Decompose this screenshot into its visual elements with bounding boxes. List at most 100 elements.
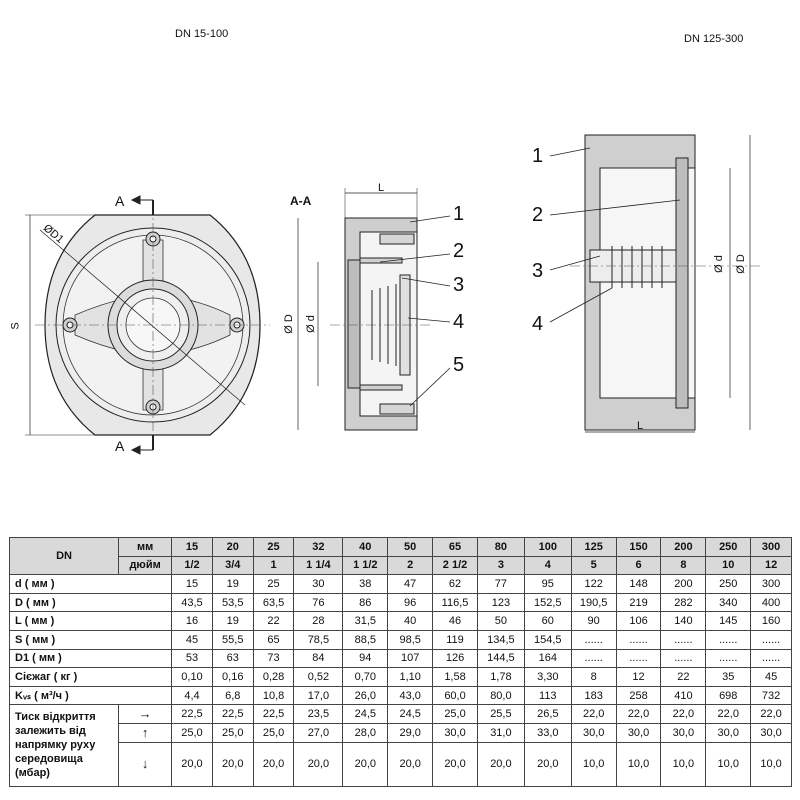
dn-mm-cell: 20: [211, 537, 254, 557]
table-cell: 94: [342, 648, 389, 669]
table-cell: 190,5: [570, 592, 617, 613]
dn-mm-cell: 200: [660, 537, 707, 557]
d-label-section: Ø d: [304, 315, 317, 333]
table-cell: 38: [342, 574, 389, 594]
dn-inch-cell: 2 1/2: [432, 555, 478, 576]
table-cell: 164: [523, 648, 572, 669]
table-cell: 22,0: [750, 704, 792, 724]
table-cell: 0,70: [342, 667, 389, 687]
table-cell: 55,5: [211, 629, 254, 650]
table-cell: 200: [660, 574, 707, 594]
inch-header: дюйм: [118, 555, 173, 576]
dn-mm-cell: 40: [342, 537, 389, 557]
table-cell: 30: [293, 574, 344, 594]
table-cell: 22,0: [705, 704, 752, 724]
table-cell: 46: [432, 611, 478, 631]
table-cell: ......: [570, 629, 617, 650]
table-cell: 43,0: [387, 685, 434, 706]
row-header: Сієжаг ( кг ): [8, 667, 173, 687]
table-cell: 20,0: [342, 741, 389, 787]
table-cell: 30,0: [705, 722, 752, 743]
table-cell: 30,0: [750, 722, 792, 743]
table-cell: 20,0: [171, 741, 213, 787]
table-cell: 26,5: [523, 704, 572, 724]
title-right: DN 125-300: [684, 33, 744, 45]
table-cell: 95: [523, 574, 572, 594]
table-cell: 30,0: [570, 722, 617, 743]
technical-drawing: [25, 134, 760, 455]
callout-5: 5: [453, 354, 465, 376]
table-cell: 20,0: [387, 741, 434, 787]
dn-mm-cell: 15: [171, 537, 213, 557]
table-cell: 134,5: [476, 629, 525, 650]
dn-inch-cell: 2: [387, 555, 434, 576]
table-cell: 77: [476, 574, 525, 594]
table-cell: 10,0: [570, 741, 617, 787]
table-cell: 25,5: [476, 704, 525, 724]
table-cell: 116,5: [432, 592, 478, 613]
table-cell: 27,0: [293, 722, 344, 743]
table-cell: 12: [615, 667, 662, 687]
table-cell: 29,0: [387, 722, 434, 743]
table-cell: 80,0: [476, 685, 525, 706]
table-cell: 50: [476, 611, 525, 631]
table-cell: 25,0: [432, 704, 478, 724]
table-cell: 53: [171, 648, 213, 669]
table-cell: 65: [252, 629, 295, 650]
callout-1: 1: [453, 203, 465, 225]
table-cell: ......: [660, 629, 707, 650]
table-cell: 15: [171, 574, 213, 594]
flow-direction-icon: ↓: [118, 741, 173, 787]
front-view: [25, 195, 270, 455]
table-cell: 20,0: [432, 741, 478, 787]
table-cell: 88,5: [342, 629, 389, 650]
callout-2-large: 2: [532, 204, 544, 226]
section-view: [297, 188, 451, 431]
row-header: Kᵥₛ ( м³/ч ): [8, 685, 173, 706]
dn-mm-cell: 125: [570, 537, 617, 557]
dn-inch-cell: 12: [750, 555, 792, 576]
table-cell: 31,5: [342, 611, 389, 631]
table-cell: 20,0: [211, 741, 254, 787]
table-cell: 119: [432, 629, 478, 650]
table-cell: 84: [293, 648, 344, 669]
table-cell: 107: [387, 648, 434, 669]
table-cell: 0,28: [252, 667, 295, 687]
table-cell: 25,0: [252, 722, 295, 743]
dn-mm-cell: 25: [252, 537, 295, 557]
large-section-view: [549, 134, 760, 433]
table-cell: 8: [570, 667, 617, 687]
table-cell: 90: [570, 611, 617, 631]
table-cell: 154,5: [523, 629, 572, 650]
table-cell: 10,0: [705, 741, 752, 787]
table-cell: 24,5: [387, 704, 434, 724]
row-header: D ( мм ): [8, 592, 173, 613]
table-cell: 300: [750, 574, 792, 594]
table-cell: 23,5: [293, 704, 344, 724]
dn-inch-cell: 10: [705, 555, 752, 576]
pressure-label: Тиск відкриття залежить від напрямку рух…: [8, 704, 120, 787]
table-cell: 250: [705, 574, 752, 594]
dn-mm-cell: 100: [523, 537, 572, 557]
table-cell: 282: [660, 592, 707, 613]
table-cell: 35: [705, 667, 752, 687]
table-cell: 1,78: [476, 667, 525, 687]
table-cell: 25: [252, 574, 295, 594]
row-header: L ( мм ): [8, 611, 173, 631]
table-cell: 22,5: [252, 704, 295, 724]
table-cell: 106: [615, 611, 662, 631]
table-cell: 98,5: [387, 629, 434, 650]
table-cell: 0,10: [171, 667, 213, 687]
table-cell: 43,5: [171, 592, 213, 613]
table-cell: 20,0: [293, 741, 344, 787]
od-label-section: Ø D: [282, 314, 295, 334]
table-cell: 45: [171, 629, 213, 650]
table-cell: 22,5: [171, 704, 213, 724]
dn-mm-cell: 32: [293, 537, 344, 557]
